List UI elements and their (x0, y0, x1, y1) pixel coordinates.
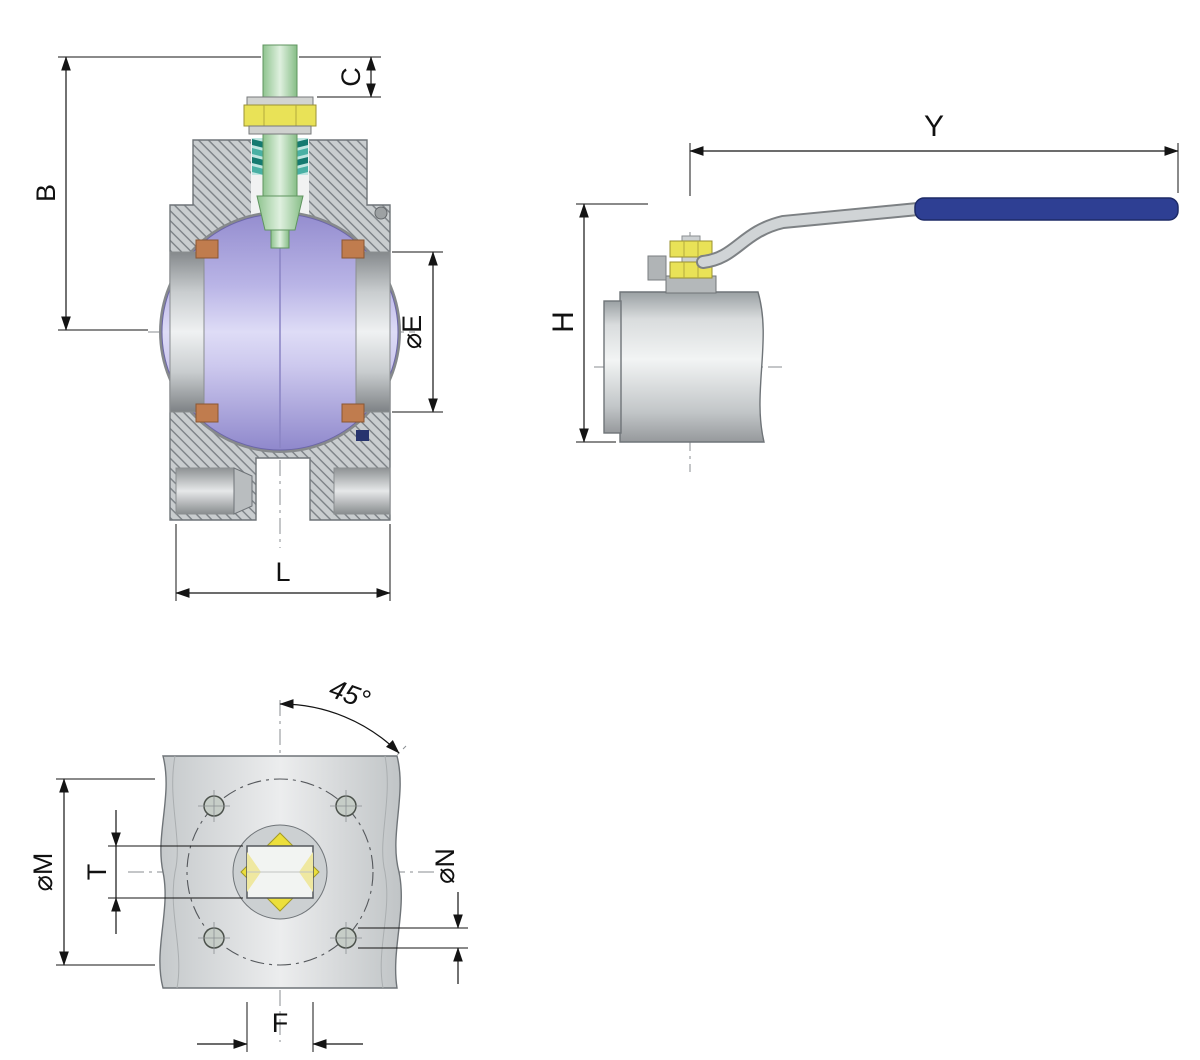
lug-pin-left (175, 467, 235, 515)
dim-E: ⌀E (392, 251, 443, 413)
bolt-hole-top-right (330, 790, 362, 822)
bolt-hole-top-left (198, 790, 230, 822)
dim-F: F (197, 1002, 363, 1052)
bolt-hole-bottom-right (330, 922, 362, 954)
dim-label-C: C (336, 67, 366, 87)
dim-angle: 45° (279, 673, 400, 754)
stop-block (647, 255, 667, 281)
dim-label-B: B (31, 184, 61, 202)
dim-label-angle: 45° (325, 673, 374, 715)
body-port (374, 206, 388, 220)
body-flange-side (603, 300, 622, 434)
dim-label-E: ⌀E (397, 315, 427, 349)
dim-label-L: L (275, 557, 290, 587)
dim-T: T (82, 810, 243, 934)
bore-right (355, 251, 391, 413)
body-curve-right (380, 755, 388, 989)
mounting-pad (665, 275, 717, 294)
seat-top-left (195, 239, 219, 259)
side-view: Y H (547, 110, 1179, 472)
dim-label-H: H (547, 311, 580, 333)
body-curve-left (172, 755, 180, 989)
handle-grip (914, 197, 1179, 221)
dim-label-Y: Y (924, 110, 944, 143)
handle-arm (698, 204, 923, 267)
stem-washer-bottom (248, 125, 312, 135)
dim-B: B (31, 56, 261, 331)
bolt-hole-bottom-left (198, 922, 230, 954)
seat-bottom-right (341, 403, 365, 423)
bolt-circle (186, 778, 374, 966)
dim-Y: Y (689, 110, 1179, 196)
dim-H: H (547, 203, 648, 443)
seat-bottom-left (195, 403, 219, 423)
body-bolt (356, 430, 369, 441)
dim-label-T: T (82, 864, 112, 881)
bore-left (169, 251, 205, 413)
dim-label-N: ⌀N (430, 848, 460, 884)
flange-view: 45° ⌀M T ⌀N (28, 673, 468, 1052)
section-view: B C ⌀E L (31, 44, 443, 601)
valve-body-side (619, 291, 765, 443)
dim-label-F: F (272, 1008, 289, 1038)
stem-tang (270, 229, 290, 249)
lug-chamfer (233, 467, 253, 515)
dim-C: C (299, 56, 381, 98)
seat-top-right (341, 239, 365, 259)
stem-nut (243, 104, 317, 127)
lug-pin-right (333, 467, 391, 515)
dim-label-M: ⌀M (28, 853, 58, 892)
stem-base (256, 195, 304, 231)
handle-nut-top (669, 240, 713, 258)
stem-washer-top (246, 96, 314, 106)
dim-L: L (175, 524, 391, 601)
dim-M: ⌀M (28, 778, 155, 966)
dim-N: ⌀N (358, 848, 468, 984)
